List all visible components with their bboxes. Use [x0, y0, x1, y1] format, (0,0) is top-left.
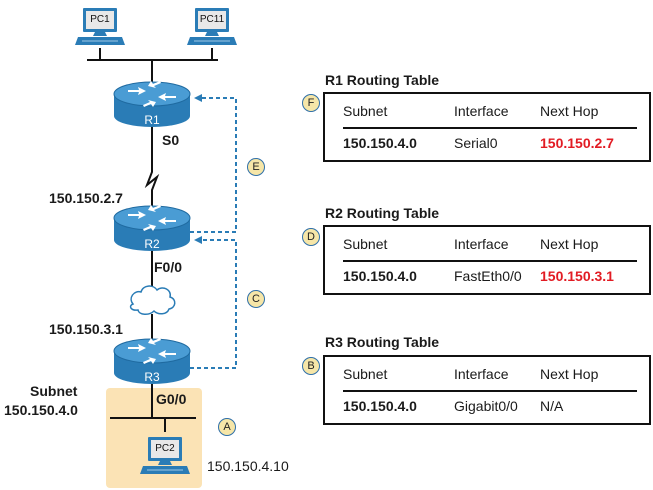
r2-serial-ip-label: 150.150.2.7 — [49, 190, 123, 206]
step-marker-d: D — [302, 228, 320, 246]
cell-interface: FastEth0/0 — [454, 268, 522, 284]
cell-subnet: 150.150.4.0 — [343, 268, 417, 284]
step-marker-b: B — [302, 357, 320, 375]
arrow-r2-to-r1 — [190, 94, 237, 233]
r3-ip-label: 150.150.3.1 — [49, 321, 123, 337]
column-header-interface: Interface — [454, 366, 509, 382]
cell-next-hop: 150.150.3.1 — [540, 268, 614, 284]
column-header-next-hop: Next Hop — [540, 103, 599, 119]
table-header-row: Subnet Interface Next Hop — [343, 366, 631, 386]
r2-routing-table-title: R2 Routing Table — [325, 205, 440, 221]
table-row: 150.150.4.0 Serial0 150.150.2.7 — [343, 135, 631, 155]
column-header-interface: Interface — [454, 103, 509, 119]
step-marker-a: A — [218, 418, 236, 436]
pc2-label: PC2 — [155, 443, 175, 454]
step-marker-f: F — [302, 94, 320, 112]
cell-subnet: 150.150.4.0 — [343, 135, 417, 151]
arrow-r3-to-r2 — [190, 236, 237, 369]
r3-routing-table-title: R3 Routing Table — [325, 334, 440, 350]
column-header-subnet: Subnet — [343, 236, 388, 252]
ethernet-cloud — [129, 285, 176, 315]
table-row: 150.150.4.0 Gigabit0/0 N/A — [343, 398, 631, 418]
r3-gigabit-interface-label: G0/0 — [156, 391, 187, 407]
cell-interface: Serial0 — [454, 135, 498, 151]
pc1-label: PC1 — [90, 14, 110, 25]
table-divider — [343, 260, 637, 262]
r1-routing-table: Subnet Interface Next Hop 150.150.4.0 Se… — [323, 92, 651, 162]
pc11-label: PC11 — [200, 14, 225, 25]
cell-next-hop: N/A — [540, 398, 564, 414]
column-header-interface: Interface — [454, 236, 509, 252]
r2-routing-table: Subnet Interface Next Hop 150.150.4.0 Fa… — [323, 225, 651, 295]
table-divider — [343, 390, 637, 392]
cell-interface: Gigabit0/0 — [454, 398, 518, 414]
cell-subnet: 150.150.4.0 — [343, 398, 417, 414]
table-header-row: Subnet Interface Next Hop — [343, 236, 631, 256]
column-header-next-hop: Next Hop — [540, 366, 599, 382]
step-marker-c: C — [247, 290, 265, 308]
r2-fastethernet-label: F0/0 — [154, 259, 183, 275]
r3-routing-table: Subnet Interface Next Hop 150.150.4.0 Gi… — [323, 355, 651, 425]
step-marker-e: E — [247, 158, 265, 176]
column-header-subnet: Subnet — [343, 103, 388, 119]
cell-next-hop: 150.150.2.7 — [540, 135, 614, 151]
router-r2-label: R2 — [144, 237, 160, 251]
pc2-ip-label: 150.150.4.10 — [207, 458, 289, 474]
serial-link — [144, 126, 160, 210]
table-header-row: Subnet Interface Next Hop — [343, 103, 631, 123]
router-r3-label: R3 — [144, 370, 160, 384]
table-row: 150.150.4.0 FastEth0/0 150.150.3.1 — [343, 268, 631, 288]
subnet-word-label: Subnet — [30, 383, 78, 399]
column-header-subnet: Subnet — [343, 366, 388, 382]
table-divider — [343, 127, 637, 129]
column-header-next-hop: Next Hop — [540, 236, 599, 252]
r1-routing-table-title: R1 Routing Table — [325, 72, 440, 88]
subnet-value-label: 150.150.4.0 — [4, 402, 78, 418]
router-r1-label: R1 — [144, 113, 160, 127]
r1-serial-interface-label: S0 — [162, 132, 180, 148]
